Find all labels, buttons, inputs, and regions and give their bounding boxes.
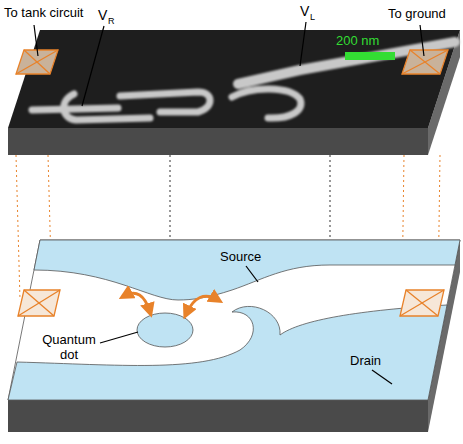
connection-label: To tank circuit [4,6,83,21]
region-label: Quantum dot [38,333,100,363]
tunnel-arrow [124,293,218,314]
bottom-slab-front [8,400,428,432]
sem-surface [8,30,460,128]
top-slab-front [8,128,428,155]
leader-line [34,22,424,384]
scale-label: 200 nm [336,34,379,49]
quantum-dot [137,313,193,347]
gate-electrodes [32,42,455,120]
scale-bar [345,52,395,60]
contact-pad [16,50,448,74]
region-label: Source [220,250,261,265]
gate-subscript: R [108,16,115,26]
gate-subscript: L [310,12,315,22]
device-surface [8,240,460,400]
contact-pad [18,290,444,316]
connection-label: To ground [388,7,446,22]
region-label: Drain [350,354,381,369]
source-region [34,240,460,300]
drain-region [8,305,447,400]
gate-voltage-label: V [300,3,309,19]
gate-voltage-label: V [98,7,107,23]
